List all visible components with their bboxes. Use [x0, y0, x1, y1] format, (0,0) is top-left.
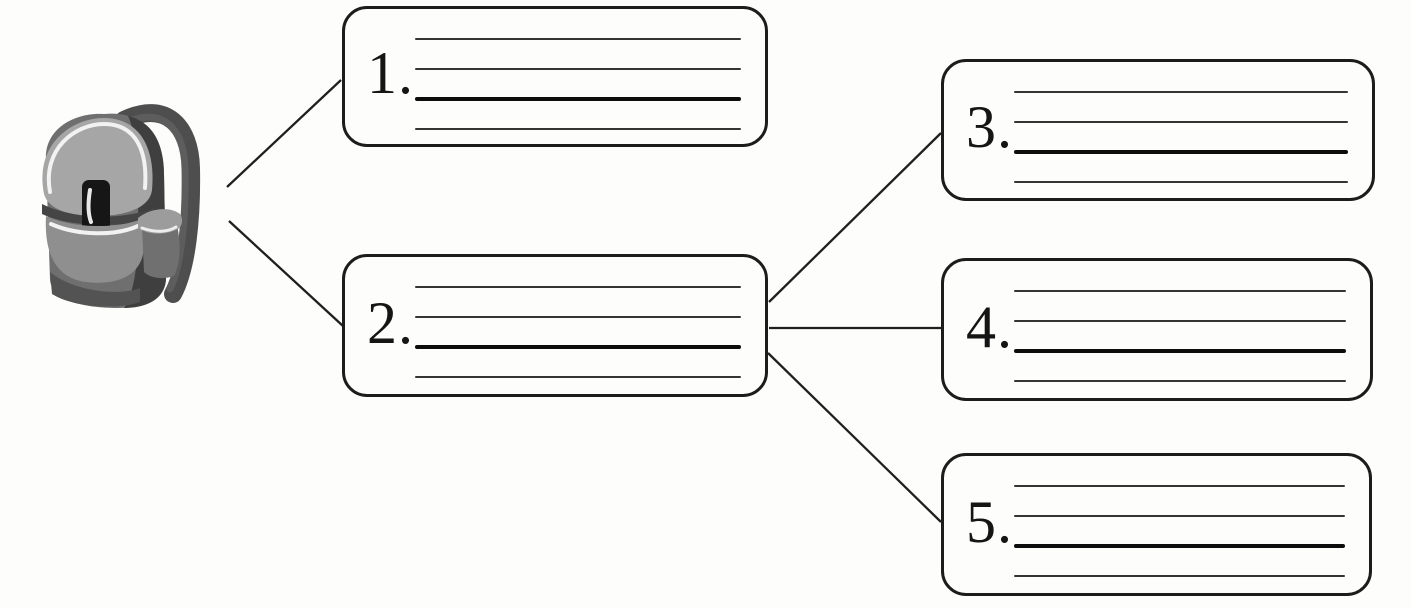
ruled-line — [1014, 121, 1348, 123]
answer-blank-3[interactable] — [1014, 150, 1348, 154]
ruled-line — [1014, 485, 1345, 487]
item-number-2: 2. — [367, 290, 414, 356]
answer-box-2: 2. — [342, 254, 768, 397]
backpack-icon — [42, 104, 201, 308]
answer-blank-1[interactable] — [415, 97, 741, 101]
ruled-line — [1014, 575, 1345, 577]
answer-blank-5[interactable] — [1014, 544, 1345, 548]
connector-backpack-box2 — [228, 220, 344, 327]
ruled-line — [415, 376, 741, 378]
answer-blank-2[interactable] — [415, 345, 741, 349]
answer-box-3: 3. — [941, 59, 1375, 201]
ruled-line — [1014, 181, 1348, 183]
ruled-line — [1014, 380, 1346, 382]
ruled-line — [1014, 320, 1346, 322]
item-number-3: 3. — [966, 94, 1013, 160]
answer-box-1: 1. — [342, 6, 768, 147]
item-number-5: 5. — [966, 489, 1013, 555]
connector-box2-box5 — [767, 352, 942, 523]
ruled-line — [1014, 91, 1348, 93]
ruled-line — [1014, 515, 1345, 517]
ruled-line — [415, 38, 741, 40]
ruled-line — [415, 286, 741, 288]
ruled-line — [415, 68, 741, 70]
ruled-line — [415, 128, 741, 130]
item-number-4: 4. — [966, 294, 1013, 360]
item-number-1: 1. — [367, 40, 414, 106]
answer-blank-4[interactable] — [1014, 349, 1346, 353]
connector-backpack-box1 — [226, 79, 342, 188]
ruled-line — [1014, 290, 1346, 292]
answer-box-5: 5. — [941, 453, 1372, 596]
ruled-line — [415, 316, 741, 318]
answer-box-4: 4. — [941, 258, 1373, 401]
connector-box2-box3 — [768, 132, 942, 303]
